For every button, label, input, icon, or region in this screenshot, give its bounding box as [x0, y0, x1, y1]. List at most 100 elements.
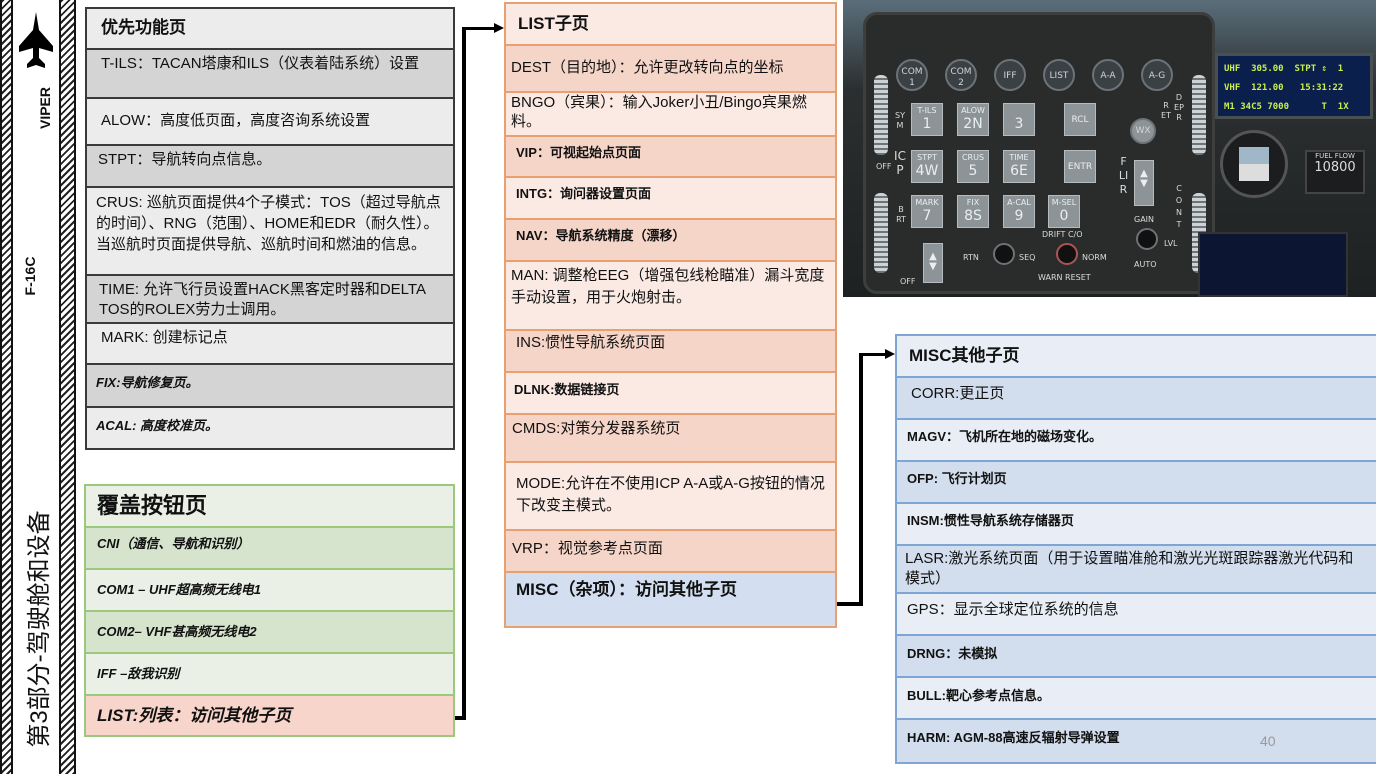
list-link-misc[interactable]: MISC（杂项）：访问其他子页 [506, 573, 835, 626]
list-item: IFF –敌我识别 [86, 654, 453, 696]
list-pages-panel: LIST子页 DEST（目的地）：允许更改转向点的坐标 BNGO（宾果）：输入J… [504, 2, 837, 628]
depr-label: DEPR [1174, 93, 1184, 122]
connector-list [462, 27, 496, 30]
ret-label: RET [1161, 101, 1171, 120]
misc-pages-panel: MISC其他子页 CORR:更正页 MAGV：飞机所在地的磁场变化。 OFP: … [895, 334, 1376, 764]
list-item: STPT：导航转向点信息。 [87, 146, 453, 189]
seq-label: SEQ [1019, 253, 1036, 262]
list-item: TIME: 允许飞行员设置HACK黑客定时器和DELTA TOS的ROLEX劳力… [87, 275, 453, 324]
brt-wheel[interactable] [874, 193, 888, 273]
auto-label: AUTO [1134, 260, 1157, 269]
list-item: INSM:惯性导航系统存储器页 [897, 504, 1376, 546]
rtn-seq-switch[interactable] [993, 243, 1015, 265]
icp-entr-key[interactable]: ENTR [1064, 150, 1096, 183]
gain-label: GAIN [1134, 215, 1155, 224]
list-item: HARM: AGM-88高速反辐射导弹设置 [897, 720, 1376, 762]
ded-display: UHF 305.00 STPT ⇕ 1 VHF 121.00 15:31:22 … [1215, 53, 1373, 119]
viper-label: VIPER [37, 87, 53, 130]
icp-aa-button[interactable]: A-A [1092, 59, 1124, 91]
list-pages-title: LIST子页 [506, 4, 835, 46]
icp-list-button[interactable]: LIST [1043, 59, 1075, 91]
icp-label: ICP [894, 149, 906, 177]
list-item: CRUS: 巡航页面提供4个子模式：TOS（超过导航点的时间）、RNG（范围）、… [87, 188, 453, 276]
dobber-switch[interactable]: ▲▼ [923, 243, 943, 283]
list-item: DEST（目的地）：允许更改转向点的坐标 [506, 45, 835, 93]
icp-iff-button[interactable]: IFF [994, 59, 1026, 91]
norm-label: NORM [1082, 253, 1107, 262]
connector-misc [859, 353, 886, 356]
wx-button[interactable]: WX [1130, 118, 1156, 144]
list-item: VIP：可视起始点页面 [506, 136, 835, 179]
ret-depr-wheel[interactable] [1192, 75, 1206, 155]
warn-reset-label: WARN RESET [1038, 273, 1091, 282]
list-item: ACAL: 高度校准页。 [87, 408, 453, 448]
ded-line: UHF 305.00 STPT ⇕ 1 [1224, 64, 1344, 74]
list-item: MAGV：飞机所在地的磁场变化。 [897, 420, 1376, 462]
list-item: DRNG：未模拟 [897, 636, 1376, 678]
flir-gain-switch[interactable] [1136, 228, 1158, 250]
section-title: 第3部分-驾驶舱和设备 [26, 510, 53, 748]
connector-list [462, 27, 466, 720]
icp-key-3[interactable]: 3 [1003, 103, 1035, 136]
attitude-indicator [1220, 130, 1288, 198]
sidebar-hatch-left [0, 0, 13, 774]
list-item: CORR:更正页 [897, 378, 1376, 420]
override-pages-title: 覆盖按钮页 [86, 486, 453, 528]
connector-misc [859, 353, 863, 606]
page-number: 40 [1260, 733, 1276, 749]
ded-line: VHF 121.00 15:31:22 [1224, 83, 1344, 93]
list-item: DLNK:数据链接页 [506, 372, 835, 415]
priority-pages-panel: 优先功能页 T-ILS：TACAN塔康和ILS（仪表着陆系统）设置 ALOW：高… [85, 7, 455, 450]
jet-icon [19, 12, 53, 68]
off-label: OFF [876, 162, 892, 171]
lvl-label: LVL [1164, 239, 1178, 248]
mfd-display [1198, 232, 1348, 297]
override-pages-panel: 覆盖按钮页 CNI（通信、导航和识别） COM1 – UHF超高频无线电1 CO… [84, 484, 455, 737]
off-label-2: OFF [900, 277, 916, 286]
fuel-flow-gauge: FUEL FLOW 10800 [1305, 150, 1365, 194]
sidebar-hatch-right [59, 0, 76, 774]
misc-pages-title: MISC其他子页 [897, 336, 1376, 378]
rtn-label: RTN [963, 253, 979, 262]
list-item: MODE:允许在不使用ICP A-A或A-G按钮的情况下改变主模式。 [506, 462, 835, 532]
sym-label: SYM [895, 111, 905, 130]
fuel-flow-label: FUEL FLOW [1315, 152, 1355, 160]
priority-pages-title: 优先功能页 [87, 9, 453, 50]
connector-misc [837, 602, 863, 606]
icp-rcl-key[interactable]: RCL [1064, 103, 1096, 136]
list-item: MARK: 创建标记点 [87, 323, 453, 366]
list-item: CNI（通信、导航和识别） [86, 528, 453, 570]
connector-list [455, 716, 466, 720]
arrow-icon [494, 23, 504, 33]
flir-label: FLIR [1118, 155, 1129, 196]
ded-line: M1 34C5 7000 T 1X [1224, 102, 1349, 112]
icp-ag-button[interactable]: A-G [1141, 59, 1173, 91]
arrow-icon [885, 349, 895, 359]
list-item: BULL:靶心参考点信息。 [897, 678, 1376, 720]
brt-label: BRT [896, 205, 906, 224]
list-item: OFP: 飞行计划页 [897, 462, 1376, 504]
model-label: F-16C [22, 256, 38, 296]
sym-wheel[interactable] [874, 75, 888, 155]
list-item: COM2– VHF甚高频无线电2 [86, 612, 453, 654]
cont-label: CONT [1175, 184, 1183, 229]
drift-label: DRIFT C/O [1042, 230, 1083, 239]
list-item: FIX:导航修复页。 [87, 365, 453, 409]
list-link-list[interactable]: LIST:列表：访问其他子页 [86, 696, 453, 735]
list-item: ALOW：高度低页面，高度咨询系统设置 [87, 98, 453, 147]
flir-rocker[interactable]: ▲▼ [1134, 160, 1154, 206]
drift-switch[interactable] [1056, 243, 1078, 265]
list-item: COM1 – UHF超高频无线电1 [86, 570, 453, 612]
